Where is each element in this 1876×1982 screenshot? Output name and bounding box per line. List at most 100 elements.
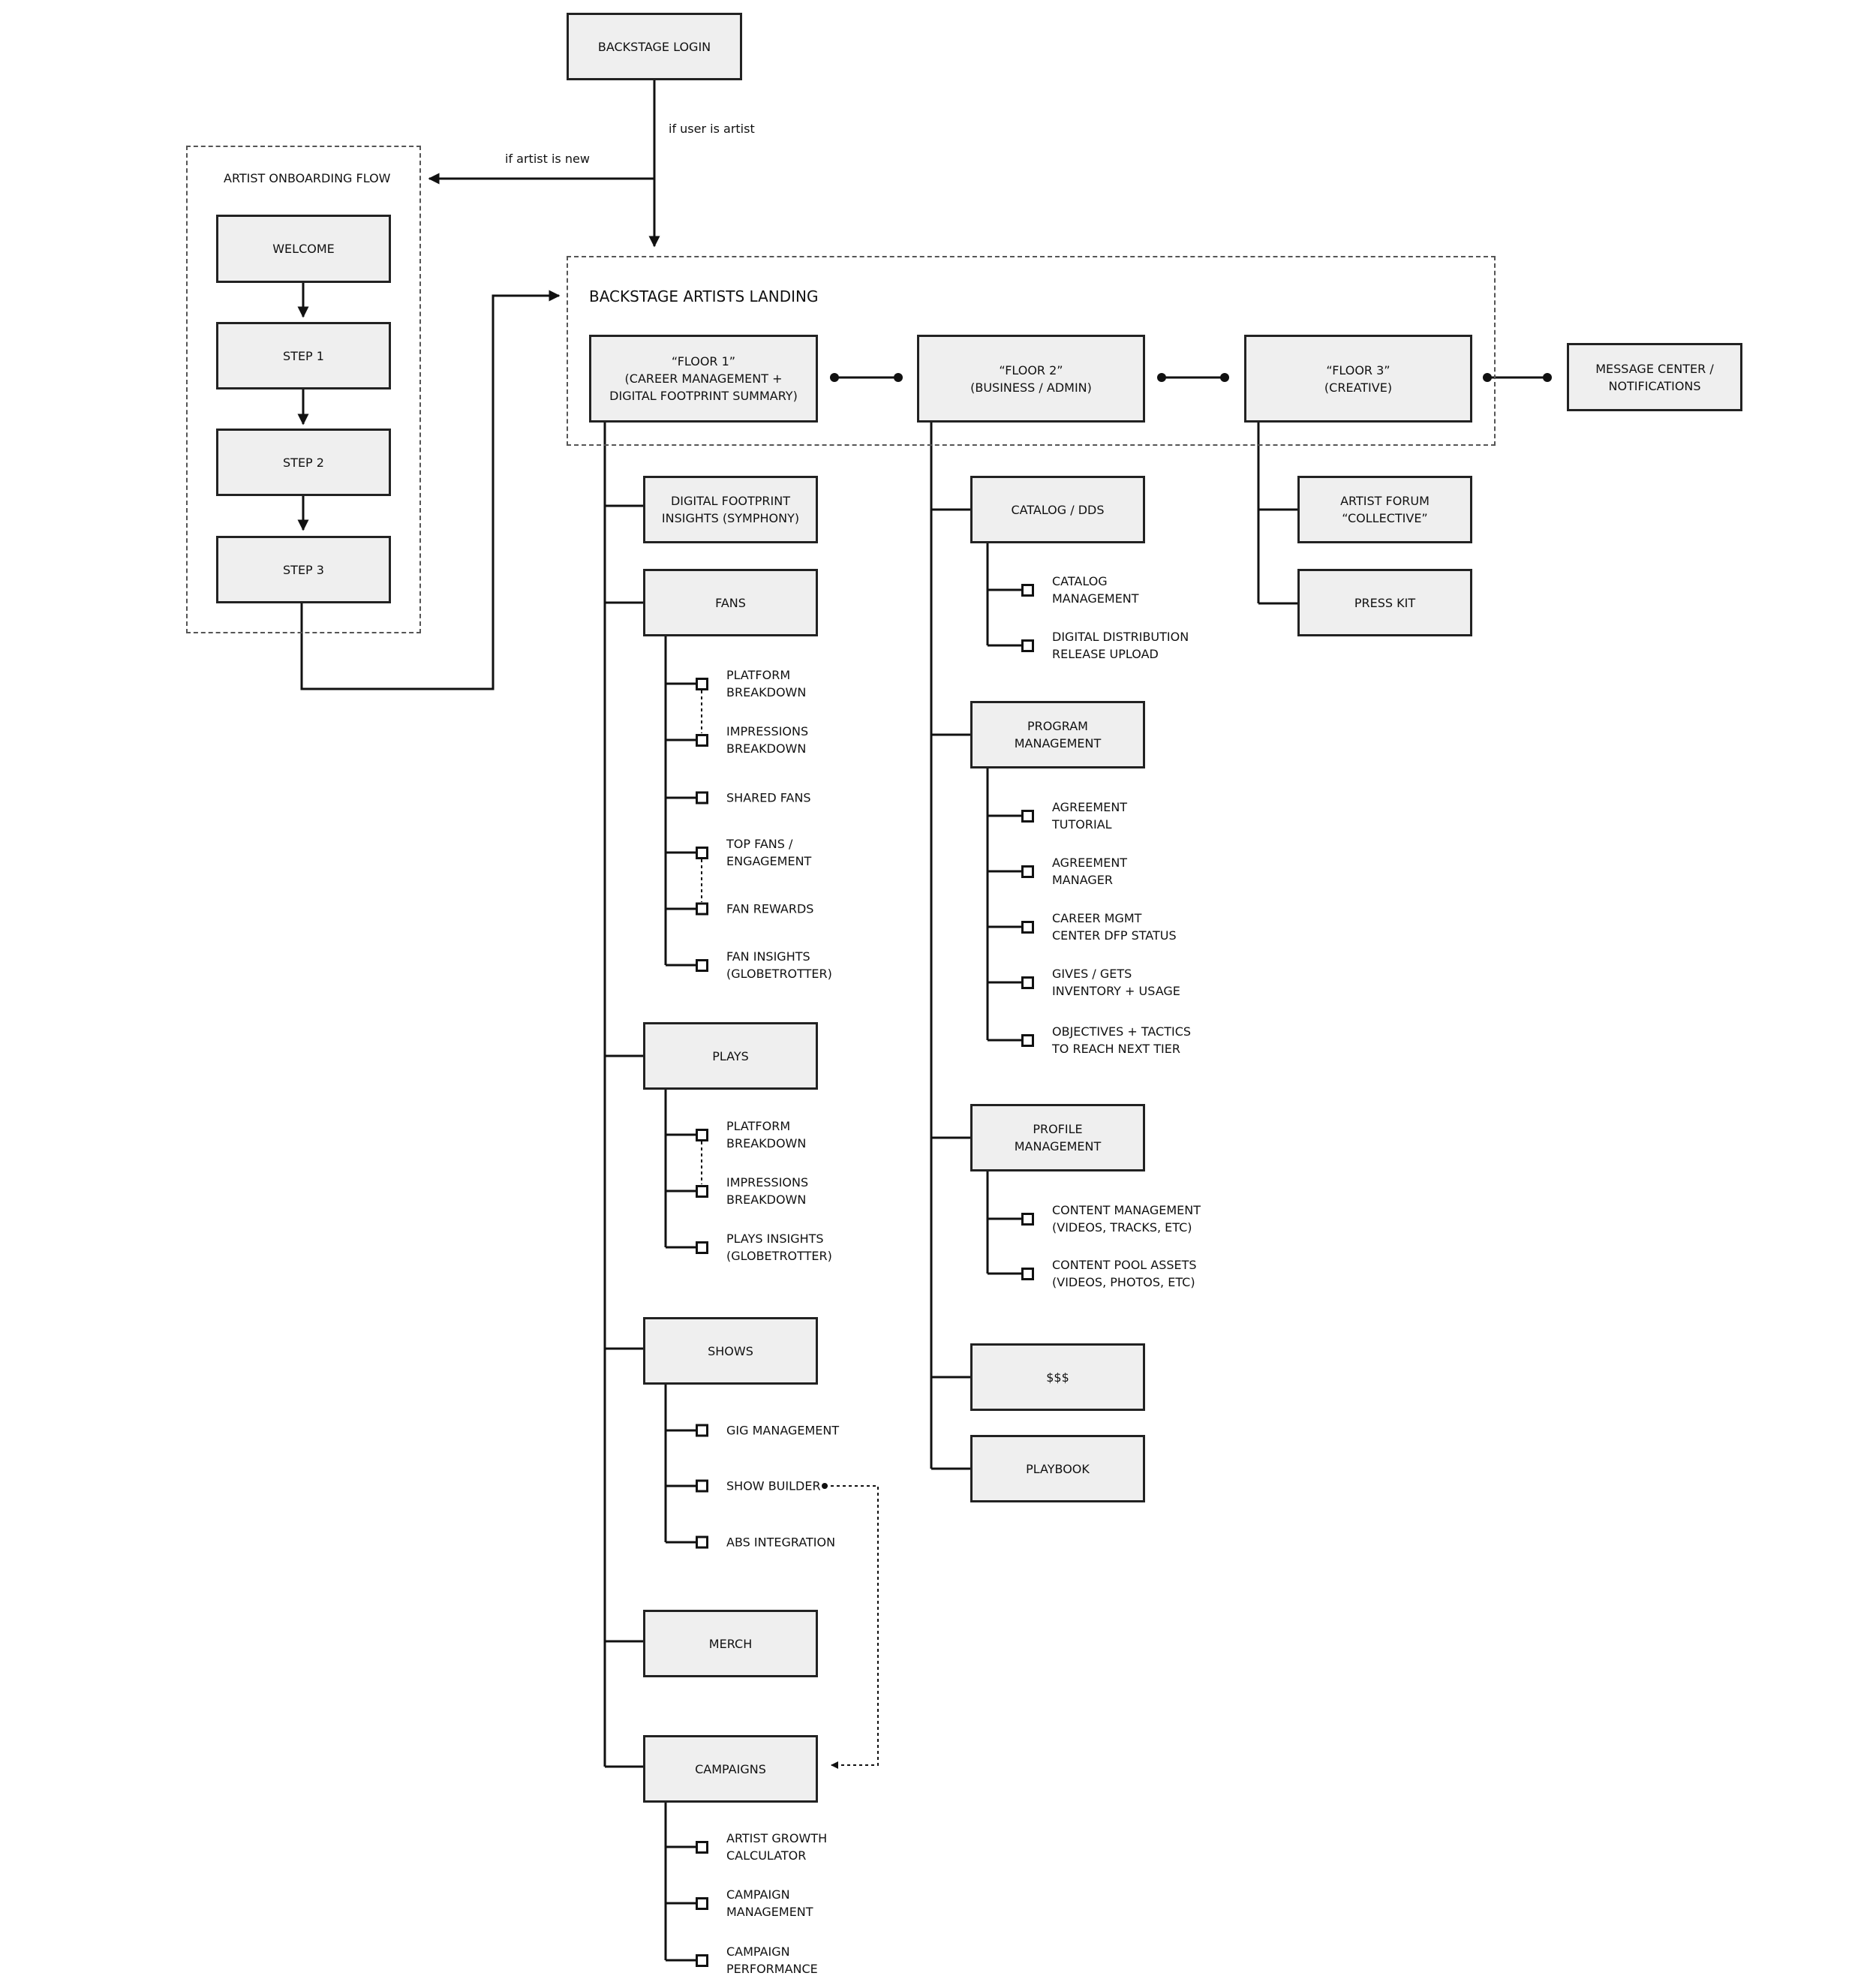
program-management-box[interactable]: PROGRAM MANAGEMENT xyxy=(970,701,1145,768)
leaf-line1: SHOW BUILDER xyxy=(726,1478,821,1493)
onboarding-step-1[interactable]: STEP 1 xyxy=(216,322,391,389)
leaf-item[interactable]: CONTENT POOL ASSETS(VIDEOS, PHOTOS, ETC) xyxy=(1021,1256,1197,1291)
artist-forum-line1: ARTIST FORUM xyxy=(1340,494,1430,508)
leaf-line1: PLAYS INSIGHTS xyxy=(726,1232,824,1246)
playbook-box[interactable]: PLAYBOOK xyxy=(970,1435,1145,1502)
leaf-item[interactable]: OBJECTIVES + TACTICS TO REACH NEXT TIER xyxy=(1021,1023,1191,1057)
plays-box[interactable]: PLAYS xyxy=(643,1022,818,1090)
onboarding-step-2[interactable]: STEP 2 xyxy=(216,429,391,496)
checkbox-icon xyxy=(696,1184,708,1198)
backstage-login-box[interactable]: BACKSTAGE LOGIN xyxy=(567,13,742,80)
leaf-line2: MANAGEMENT xyxy=(1052,591,1139,606)
leaf-line1: CONTENT POOL ASSETS xyxy=(1052,1258,1197,1272)
onboarding-step-label: STEP 2 xyxy=(283,455,324,470)
onboarding-step-welcome[interactable]: WELCOME xyxy=(216,215,391,283)
onboarding-step-label: STEP 3 xyxy=(283,562,324,577)
checkbox-icon xyxy=(1021,809,1034,823)
leaf-item[interactable]: GIG MANAGEMENT xyxy=(696,1422,839,1439)
leaf-line1: SHARED FANS xyxy=(726,790,811,805)
shows-box[interactable]: SHOWS xyxy=(643,1317,818,1385)
checkbox-icon xyxy=(1021,583,1034,597)
leaf-line2: RELEASE UPLOAD xyxy=(1052,647,1159,661)
message-center-line2: NOTIFICATIONS xyxy=(1608,378,1701,393)
checkbox-icon xyxy=(1021,1267,1034,1280)
checkbox-icon xyxy=(696,1128,708,1141)
digital-footprint-line1: DIGITAL FOOTPRINT xyxy=(670,494,791,508)
leaf-line2: TO REACH NEXT TIER xyxy=(1052,1042,1180,1056)
checkbox-icon xyxy=(696,791,708,805)
floor-1-subtitle-line1: (CAREER MANAGEMENT + xyxy=(624,371,783,386)
edge-label-user-is-artist: if user is artist xyxy=(669,122,755,136)
artist-forum-box[interactable]: ARTIST FORUM “COLLECTIVE” xyxy=(1297,476,1472,543)
leaf-item[interactable]: IMPRESSIONS BREAKDOWN xyxy=(696,723,808,757)
leaf-line1: FAN INSIGHTS xyxy=(726,949,810,964)
leaf-line1: AGREEMENT xyxy=(1052,856,1128,870)
message-center-box[interactable]: MESSAGE CENTER / NOTIFICATIONS xyxy=(1567,343,1742,411)
profile-management-box[interactable]: PROFILE MANAGEMENT xyxy=(970,1104,1145,1171)
artist-onboarding-group xyxy=(186,146,421,633)
message-center-line1: MESSAGE CENTER / xyxy=(1595,361,1714,376)
backstage-login-label: BACKSTAGE LOGIN xyxy=(597,39,711,54)
leaf-line1: OBJECTIVES + TACTICS xyxy=(1052,1024,1192,1039)
edge-label-artist-is-new: if artist is new xyxy=(505,152,590,166)
leaf-item[interactable]: PLAYS INSIGHTS(GLOBETROTTER) xyxy=(696,1230,832,1265)
catalog-dds-box[interactable]: CATALOG / DDS xyxy=(970,476,1145,543)
floor-1-box[interactable]: “FLOOR 1” (CAREER MANAGEMENT + DIGITAL F… xyxy=(589,335,818,423)
digital-footprint-box[interactable]: DIGITAL FOOTPRINT INSIGHTS (SYMPHONY) xyxy=(643,476,818,543)
floor-3-box[interactable]: “FLOOR 3” (CREATIVE) xyxy=(1244,335,1472,423)
leaf-item[interactable]: FAN REWARDS xyxy=(696,901,813,918)
floor-3-subtitle: (CREATIVE) xyxy=(1324,380,1393,395)
leaf-item[interactable]: AGREEMENT TUTORIAL xyxy=(1021,799,1127,833)
floor-1-subtitle-line2: DIGITAL FOOTPRINT SUMMARY) xyxy=(609,389,798,403)
fans-box[interactable]: FANS xyxy=(643,569,818,636)
fans-label: FANS xyxy=(715,595,746,610)
checkbox-icon xyxy=(696,1424,708,1437)
checkbox-icon xyxy=(696,1840,708,1854)
press-kit-box[interactable]: PRESS KIT xyxy=(1297,569,1472,636)
checkbox-icon xyxy=(696,677,708,690)
program-management-line1: PROGRAM xyxy=(1027,719,1088,733)
leaf-item[interactable]: CONTENT MANAGEMENT(VIDEOS, TRACKS, ETC) xyxy=(1021,1202,1201,1236)
money-label: $$$ xyxy=(1046,1370,1069,1385)
floor-2-box[interactable]: “FLOOR 2” (BUSINESS / ADMIN) xyxy=(917,335,1145,423)
leaf-line2: BREAKDOWN xyxy=(726,741,807,756)
campaigns-label: CAMPAIGNS xyxy=(695,1761,766,1776)
money-box[interactable]: $$$ xyxy=(970,1343,1145,1411)
backstage-artists-landing-title: BACKSTAGE ARTISTS LANDING xyxy=(589,287,819,305)
profile-management-line1: PROFILE xyxy=(1033,1122,1083,1136)
checkbox-icon xyxy=(696,958,708,972)
onboarding-step-label: WELCOME xyxy=(272,242,335,256)
digital-footprint-line2: INSIGHTS (SYMPHONY) xyxy=(661,511,800,525)
leaf-line2: MANAGEMENT xyxy=(726,1905,813,1919)
leaf-item[interactable]: ABS INTEGRATION xyxy=(696,1534,835,1551)
leaf-item[interactable]: SHARED FANS xyxy=(696,789,811,807)
merch-box[interactable]: MERCH xyxy=(643,1610,818,1677)
onboarding-step-3[interactable]: STEP 3 xyxy=(216,536,391,603)
leaf-line2: BREAKDOWN xyxy=(726,685,807,699)
leaf-line1: CONTENT MANAGEMENT xyxy=(1052,1203,1201,1217)
checkbox-icon xyxy=(1021,639,1034,652)
leaf-item[interactable]: TOP FANS /ENGAGEMENT xyxy=(696,835,811,870)
leaf-line2: (GLOBETROTTER) xyxy=(726,967,832,981)
plays-label: PLAYS xyxy=(712,1048,749,1063)
campaigns-box[interactable]: CAMPAIGNS xyxy=(643,1735,818,1803)
leaf-item[interactable]: FAN INSIGHTS (GLOBETROTTER) xyxy=(696,948,832,982)
onboarding-step-label: STEP 1 xyxy=(283,348,324,363)
playbook-label: PLAYBOOK xyxy=(1026,1461,1090,1476)
leaf-item[interactable]: SHOW BUILDER xyxy=(696,1478,821,1495)
checkbox-icon xyxy=(1021,1033,1034,1047)
leaf-line2: TUTORIAL xyxy=(1052,817,1112,832)
leaf-line1: IMPRESSIONS xyxy=(726,724,809,738)
leaf-line1: AGREEMENT xyxy=(1052,800,1128,814)
